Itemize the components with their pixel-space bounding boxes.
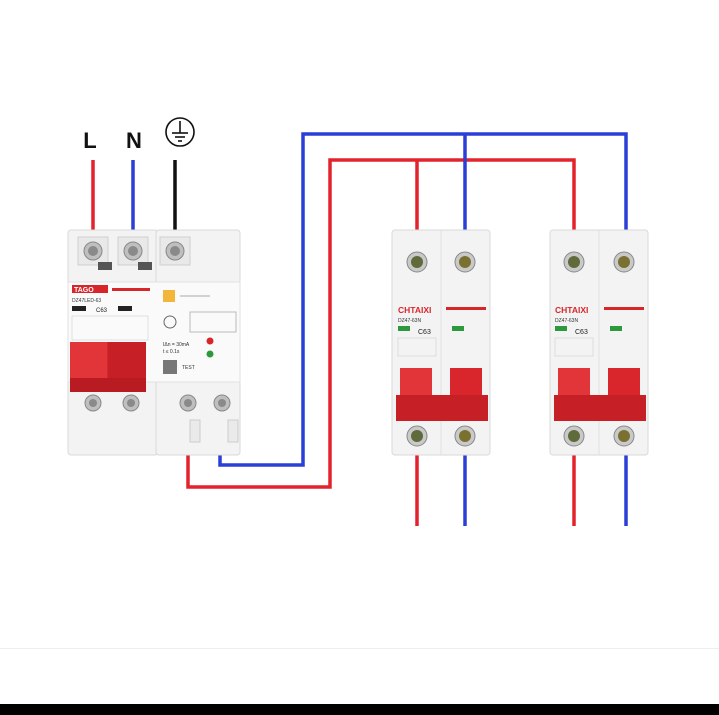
wires xyxy=(91,132,628,526)
rcbo-reset-button[interactable] xyxy=(163,360,177,374)
breaker-2-top-terminals xyxy=(563,251,635,273)
label-line: L xyxy=(83,128,96,153)
wire-neutral-distribution xyxy=(218,132,628,467)
breaker-2-brand: CHTAIXI xyxy=(555,305,588,315)
breaker-1-bottom-terminals xyxy=(406,425,476,447)
divider-line xyxy=(0,648,719,649)
breaker-1: CHTAIXI DZ47-63N C63 xyxy=(391,229,491,456)
rcbo-spec-line2: t ≤ 0.1s xyxy=(163,349,180,355)
rcbo-indicator-green-icon xyxy=(206,350,214,358)
breaker-2-rating: C63 xyxy=(575,329,588,336)
rcbo-brand: TAGO xyxy=(74,287,94,294)
label-neutral: N xyxy=(126,128,142,153)
rcbo-top-terminals xyxy=(77,236,191,270)
ground-symbol-icon xyxy=(165,117,195,147)
rcbo-rcd-symbol-icon xyxy=(163,315,177,329)
breaker-2-model: DZ47-63N xyxy=(555,318,578,324)
rcbo-spec-line1: IΔn = 30mA xyxy=(163,342,190,348)
rcbo-test-label: TEST xyxy=(182,365,195,371)
rcbo-model: DZ47LED-63 xyxy=(72,298,101,304)
rcbo-brand-badge xyxy=(72,285,108,293)
rcbo-test-button[interactable] xyxy=(163,290,175,302)
breaker-2: CHTAIXI DZ47-63N C63 xyxy=(549,229,649,456)
breaker-1-brand: CHTAIXI xyxy=(398,305,431,315)
breaker-1-toggle-switch[interactable] xyxy=(396,368,488,421)
breaker-1-top-terminals xyxy=(406,251,476,273)
rcbo-bottom-terminals xyxy=(84,394,231,412)
rcbo-toggle-switch[interactable] xyxy=(70,342,146,392)
rcbo-device: TAGO DZ47LED-63 C63 IΔn = 30mA t ≤ 0.1s … xyxy=(67,229,241,456)
rcbo-indicator-red-icon xyxy=(206,337,214,345)
rcbo-rating: C63 xyxy=(96,308,108,314)
wire-live-distribution xyxy=(186,158,576,489)
bottom-bar xyxy=(0,704,719,715)
breaker-1-model: DZ47-63N xyxy=(398,318,421,324)
breaker-1-rating: C63 xyxy=(418,329,431,336)
breaker-2-bottom-terminals xyxy=(563,425,635,447)
breaker-2-toggle-switch[interactable] xyxy=(554,368,646,421)
